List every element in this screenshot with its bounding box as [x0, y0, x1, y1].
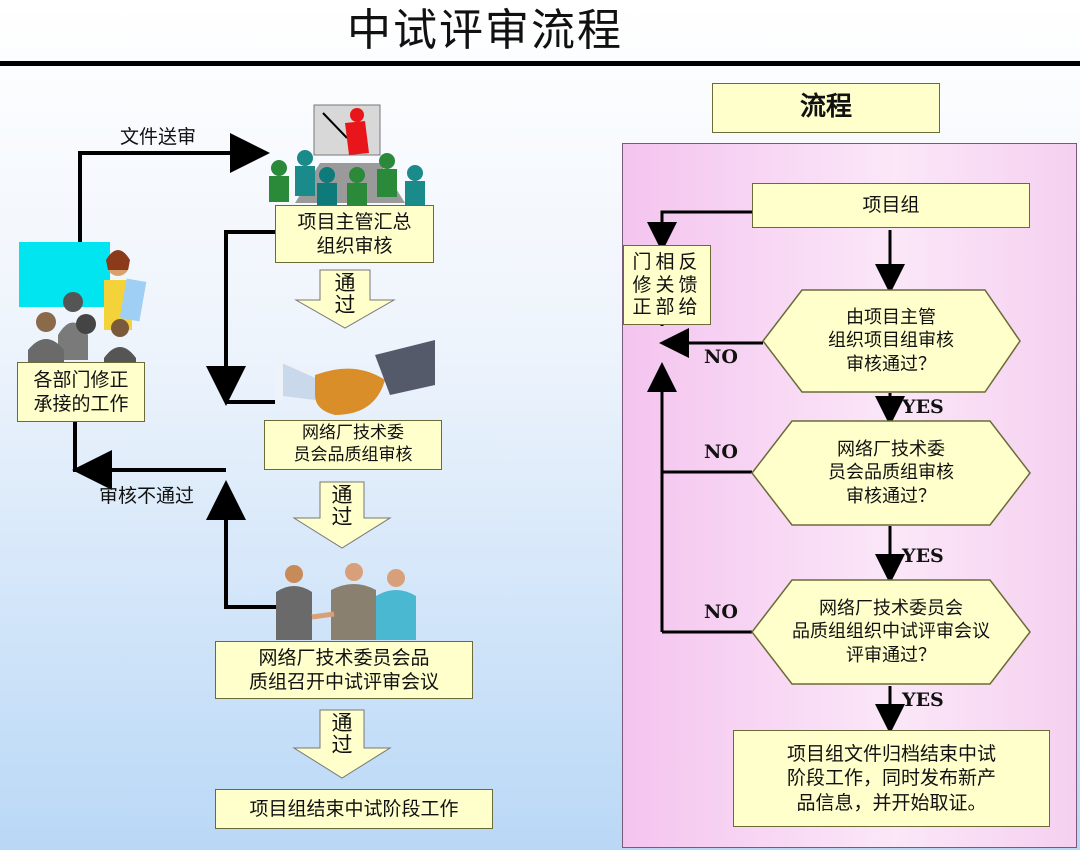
box-end-pilot: 项目组结束中试阶段工作: [215, 789, 493, 829]
handshake-illustration: [275, 340, 435, 415]
decision-1-text: 由项目主管 组织项目组审核 审核通过？: [828, 306, 954, 375]
box-archive-end: 项目组文件归档结束中试 阶段工作，同时发布新产 品信息，并开始取证。: [733, 730, 1050, 827]
decision-shape-1: [762, 289, 1021, 393]
review-fail-label: 审核不通过: [99, 485, 195, 507]
no-label-3: NO: [704, 601, 738, 623]
page-title: 中试评审流程: [347, 5, 623, 56]
box-supervisor-review: 项目主管汇总 组织审核: [275, 205, 434, 263]
no-label-1: NO: [704, 346, 738, 368]
yes-label-2: YES: [902, 545, 944, 567]
no-label-2: NO: [704, 441, 738, 463]
pass-arrow-2: [292, 481, 392, 549]
departments-illustration-screen: [19, 242, 110, 307]
decision-shape-3: [751, 579, 1031, 685]
departments-people-illustration: [28, 250, 147, 365]
pass-arrow-1: [294, 269, 396, 329]
file-send-label: 文件送审: [120, 126, 197, 148]
title-rule: [0, 61, 1080, 66]
pass-label-1: 通 过: [334, 271, 356, 318]
box-feedback-departments: 门相反 修关馈 正部给: [623, 245, 711, 325]
decision-3-text: 网络厂技术委员会 品质组组织中试评审会议 评审通过？: [792, 597, 990, 666]
pass-arrow-3: [292, 709, 392, 779]
decision-2-text: 网络厂技术委 员会品质组审核 审核通过？: [828, 438, 954, 507]
presentation-illustration: [269, 104, 425, 205]
pass-label-2: 通 过: [331, 483, 353, 530]
box-project-team: 项目组: [752, 183, 1030, 228]
process-heading: 流程: [712, 83, 940, 133]
box-departments: 各部门修正 承接的工作: [17, 362, 145, 422]
meeting-people-illustration: [276, 563, 416, 640]
box-review-meeting: 网络厂技术委员会品 质组召开中试评审会议: [215, 641, 473, 699]
yes-label-3: YES: [902, 689, 944, 711]
box-committee-review: 网络厂技术委 员会品质组审核: [264, 420, 442, 470]
pass-label-3: 通 过: [331, 711, 353, 758]
yes-label-1: YES: [902, 396, 944, 418]
decision-shape-2: [751, 420, 1031, 526]
